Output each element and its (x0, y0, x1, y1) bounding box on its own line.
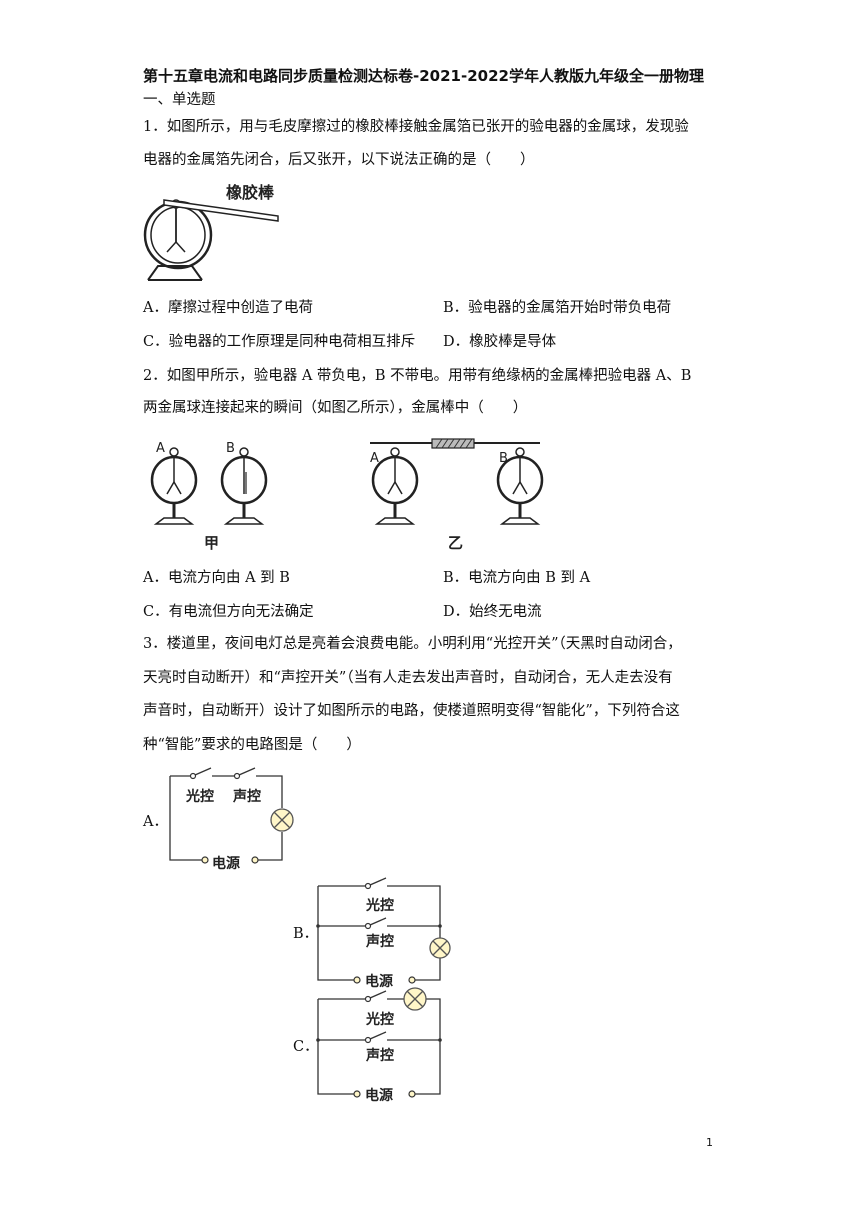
q3-line2: 天亮时自动断开）和“声控开关”（当有人走去发出声音时，自动闭合，无人走去没有 (143, 670, 673, 686)
q3-b-lamp (429, 937, 451, 959)
q3-line3: 声音时，自动断开）设计了如图所示的电路，使楼道照明变得“智能化”，下列符合这 (143, 703, 680, 719)
q1-option-a[interactable]: A．摩擦过程中创造了电荷 (143, 300, 313, 316)
q3-circuit-c: 光控 声控 电源 (316, 987, 442, 1104)
q3-b-light-switch (369, 877, 387, 886)
q2-jia-electroscope-b (220, 447, 268, 525)
q2-label-yi: 乙 (448, 534, 463, 552)
q2-label-jia: 甲 (204, 534, 219, 552)
q2-jia-label-b: B (226, 441, 235, 456)
q2-option-a[interactable]: A．电流方向由 A 到 B (143, 570, 290, 586)
q3-option-a-label[interactable]: A． (143, 814, 168, 830)
q3-c-sound-label: 声控 (365, 1047, 394, 1064)
q3-b-power-label: 电源 (365, 973, 393, 990)
q2-jia-electroscope-a (150, 447, 198, 525)
q3-b-sound-label: 声控 (365, 933, 394, 950)
q3-a-sound-switch (238, 767, 256, 776)
q3-c-power-label: 电源 (365, 1087, 393, 1104)
q3-c-lamp (403, 987, 427, 1011)
section-heading: 一、单选题 (143, 92, 216, 108)
q2-yi-label-a: A (370, 451, 379, 466)
q2-line1: 2．如图甲所示，验电器 A 带负电，B 不带电。用带有绝缘柄的金属棒把验电器 A… (143, 368, 692, 384)
q3-a-lamp (270, 808, 294, 832)
q2-yi-electroscope-b (496, 447, 544, 525)
q1-line1: 1．如图所示，用与毛皮摩擦过的橡胶棒接触金属箔已张开的验电器的金属球，发现验 (143, 119, 689, 135)
q2-yi-label-b: B (499, 451, 508, 466)
q3-b-sound-switch (369, 917, 387, 926)
q3-line4: 种“智能”要求的电路图是（ ） (143, 737, 361, 753)
q2-line2: 两金属球连接起来的瞬间（如图乙所示），金属棒中（ ） (143, 400, 528, 416)
q2-option-b[interactable]: B．电流方向由 B 到 A (443, 570, 591, 586)
q3-line1: 3．楼道里，夜间电灯总是亮着会浪费电能。小明利用“光控开关”（天黑时自动闭合， (143, 636, 682, 652)
q2-jia-label-a: A (156, 441, 165, 456)
q3-c-sound-switch (369, 1031, 387, 1040)
q3-circuit-b: 光控 声控 电源 (316, 877, 451, 990)
q1-line2: 电器的金属箔先闭合，后又张开，以下说法正确的是（ ） (143, 152, 535, 168)
q3-option-b-label[interactable]: B． (293, 926, 319, 942)
q3-circuit-a: 光控 声控 电源 (169, 767, 294, 872)
q3-c-light-label: 光控 (365, 1011, 394, 1028)
q3-option-c-label[interactable]: C． (293, 1039, 319, 1055)
page-number: 1 (706, 1136, 713, 1149)
q2-electroscope-figure: A B 甲 A B 乙 (150, 438, 544, 552)
q3-b-light-label: 光控 (365, 897, 394, 914)
q2-option-c[interactable]: C．有电流但方向无法确定 (143, 604, 314, 620)
q3-a-light-switch (194, 767, 212, 776)
q1-option-b[interactable]: B．验电器的金属箔开始时带负电荷 (443, 300, 672, 316)
q3-a-sound-label: 声控 (232, 788, 261, 805)
q2-option-d[interactable]: D．始终无电流 (443, 604, 542, 620)
q1-option-d[interactable]: D．橡胶棒是导体 (443, 334, 557, 350)
q3-a-light-label: 光控 (185, 788, 214, 805)
q1-electroscope-figure: 橡胶棒 (143, 183, 279, 281)
page-title: 第十五章电流和电路同步质量检测达标卷-2021-2022学年人教版九年级全一册物… (143, 67, 704, 85)
q1-rod-label: 橡胶棒 (226, 183, 275, 202)
q3-a-power-label: 电源 (212, 855, 240, 872)
q1-option-c[interactable]: C．验电器的工作原理是同种电荷相互排斥 (143, 334, 416, 350)
q2-yi-electroscope-a (371, 447, 419, 525)
q3-c-light-switch (369, 990, 387, 999)
